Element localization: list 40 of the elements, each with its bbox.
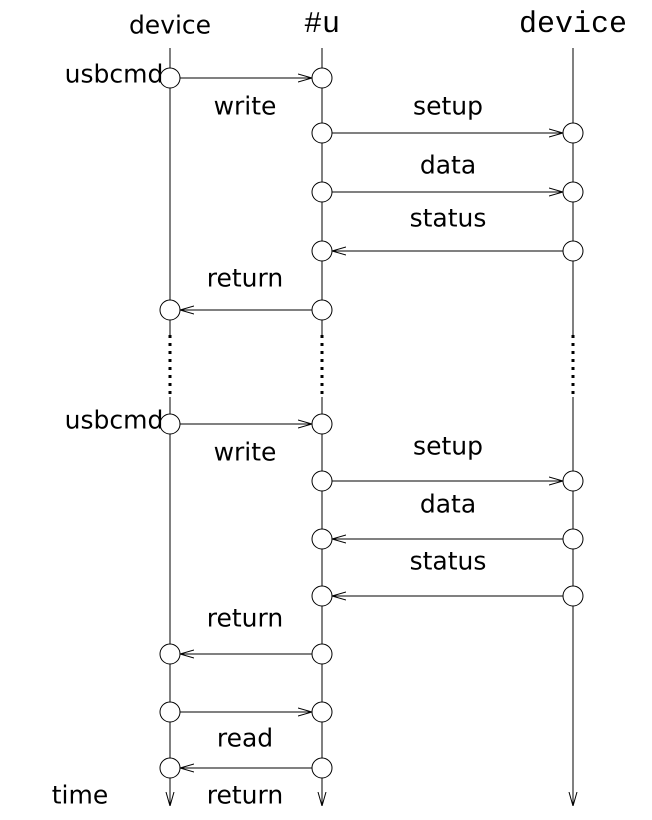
arrow: [180, 420, 312, 428]
event-circle: [562, 181, 584, 203]
lifeline-heading: device: [128, 12, 212, 38]
arrow: [332, 592, 564, 600]
event-circle: [562, 470, 584, 492]
event-circle: [562, 122, 584, 144]
event-circle: [311, 528, 333, 550]
event-circle: [311, 181, 333, 203]
arrow: [180, 306, 312, 314]
event-circle: [159, 701, 181, 723]
lifeline-heading: device: [518, 10, 628, 40]
event-circle: [311, 122, 333, 144]
arrow: [332, 534, 564, 544]
arrow: [332, 128, 564, 138]
event-circle: [159, 757, 181, 779]
event-circle: [311, 585, 333, 607]
event-circle: [562, 240, 584, 262]
event-circle: [311, 643, 333, 665]
arrow: [180, 764, 312, 772]
arrow: [180, 708, 312, 716]
arrow: [332, 188, 564, 196]
event-circle: [311, 701, 333, 723]
arrow: [180, 650, 312, 658]
lifeline-heading: #u: [304, 10, 340, 40]
event-circle: [562, 585, 584, 607]
arrow: [332, 476, 564, 486]
event-circle: [311, 413, 333, 435]
event-circle: [311, 67, 333, 89]
event-circle: [159, 643, 181, 665]
event-circle: [562, 528, 584, 550]
axis-label: time: [52, 782, 108, 808]
event-caption: usbcmd: [64, 62, 164, 86]
event-circle: [311, 299, 333, 321]
event-circle: [159, 299, 181, 321]
event-circle: [311, 757, 333, 779]
arrow: [332, 246, 564, 256]
event-circle: [311, 240, 333, 262]
event-circle: [311, 470, 333, 492]
event-caption: usbcmd: [64, 408, 164, 432]
arrow: [180, 74, 312, 82]
